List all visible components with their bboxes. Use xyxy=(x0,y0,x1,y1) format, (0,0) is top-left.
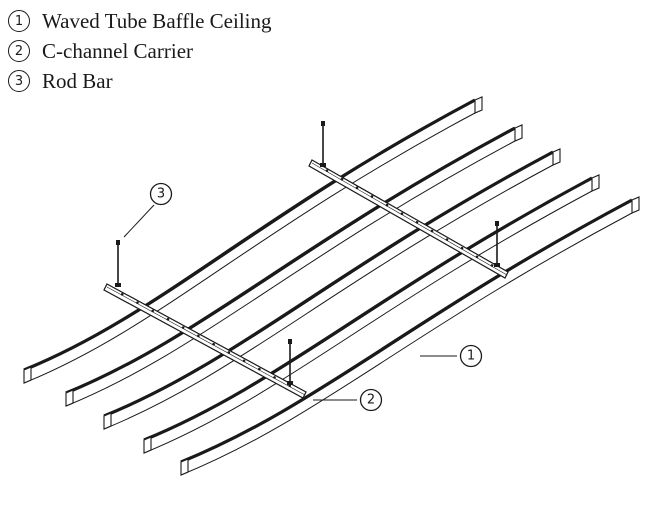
baffle-tube-3 xyxy=(103,148,561,430)
legend: 1 Waved Tube Baffle Ceiling 2 C-channel … xyxy=(8,6,271,96)
legend-label-rod: Rod Bar xyxy=(42,68,113,93)
callout-baffle: 1 xyxy=(420,344,483,368)
rod-bar-back-right xyxy=(494,221,500,267)
rod-bar-front-left xyxy=(115,240,121,287)
callout-number-rod: 3 xyxy=(157,187,165,202)
rod-bars xyxy=(115,121,500,385)
carrier-holes-back xyxy=(325,169,494,267)
legend-item-rod: 3 Rod Bar xyxy=(8,66,271,96)
c-channel-carrier-back xyxy=(308,159,509,279)
legend-item-baffle: 1 Waved Tube Baffle Ceiling xyxy=(8,6,271,36)
legend-label-baffle: Waved Tube Baffle Ceiling xyxy=(42,8,272,33)
callout-number-carrier: 2 xyxy=(367,393,375,408)
waved-tube-baffles xyxy=(23,96,640,476)
callout-carrier: 2 xyxy=(313,388,383,412)
callout-number-baffle: 1 xyxy=(467,349,475,364)
callouts: 1 2 3 xyxy=(123,182,483,412)
baffle-tube-1 xyxy=(23,96,483,384)
legend-number-3: 3 xyxy=(8,70,30,92)
c-channel-carrier-front xyxy=(103,283,307,399)
legend-number-2: 2 xyxy=(8,40,30,62)
baffle-tube-4 xyxy=(143,174,600,454)
rod-bar-front-right xyxy=(287,339,293,385)
rod-bar-back-left xyxy=(320,121,326,167)
carrier-holes-front xyxy=(120,293,292,387)
legend-number-1: 1 xyxy=(8,10,30,32)
baffle-tube-5 xyxy=(180,196,640,476)
legend-item-carrier: 2 C-channel Carrier xyxy=(8,36,271,66)
baffle-tube-2 xyxy=(65,124,523,407)
legend-label-carrier: C-channel Carrier xyxy=(42,38,194,63)
callout-rod: 3 xyxy=(123,182,173,238)
